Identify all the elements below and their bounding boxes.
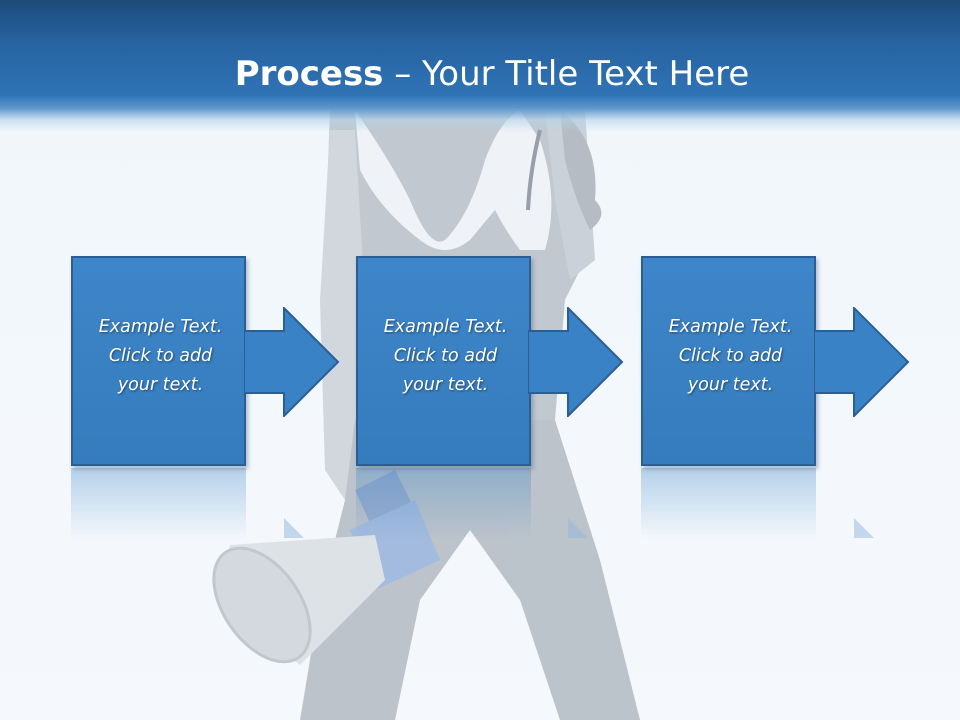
right-arrow-icon bbox=[244, 307, 340, 417]
right-arrow-icon bbox=[814, 307, 910, 417]
step-text-line-1: Example Text. bbox=[668, 317, 793, 337]
step-2-reflection bbox=[356, 468, 531, 540]
process-step-1[interactable]: Example Text. Click to add your text. bbox=[71, 256, 246, 466]
step-box: Example Text. Click to add your text. bbox=[641, 256, 816, 466]
step-text[interactable]: Example Text. Click to add your text. bbox=[79, 313, 242, 400]
step-text-line-3: your text. bbox=[117, 375, 204, 395]
step-text[interactable]: Example Text. Click to add your text. bbox=[364, 313, 527, 400]
process-step-3[interactable]: Example Text. Click to add your text. bbox=[641, 256, 816, 466]
step-text[interactable]: Example Text. Click to add your text. bbox=[649, 313, 812, 400]
title-rest: – Your Title Text Here bbox=[383, 54, 750, 94]
right-arrow-icon bbox=[528, 307, 624, 417]
step-text-line-2: Click to add bbox=[393, 346, 498, 366]
step-text-line-1: Example Text. bbox=[98, 317, 223, 337]
step-text-line-2: Click to add bbox=[678, 346, 783, 366]
header-band bbox=[0, 0, 960, 132]
arrow-reflection-icon bbox=[568, 518, 588, 538]
step-text-line-3: your text. bbox=[402, 375, 489, 395]
slide-title[interactable]: Process – Your Title Text Here bbox=[0, 50, 960, 98]
process-step-2[interactable]: Example Text. Click to add your text. bbox=[356, 256, 531, 466]
step-text-line-1: Example Text. bbox=[383, 317, 508, 337]
title-bold: Process bbox=[234, 54, 384, 94]
step-box: Example Text. Click to add your text. bbox=[356, 256, 531, 466]
step-1-reflection bbox=[71, 468, 246, 540]
step-box: Example Text. Click to add your text. bbox=[71, 256, 246, 466]
arrow-reflection-icon bbox=[284, 518, 304, 538]
step-3-reflection bbox=[641, 468, 816, 540]
arrow-reflection-icon bbox=[854, 518, 874, 538]
step-text-line-2: Click to add bbox=[108, 346, 213, 366]
step-text-line-3: your text. bbox=[687, 375, 774, 395]
